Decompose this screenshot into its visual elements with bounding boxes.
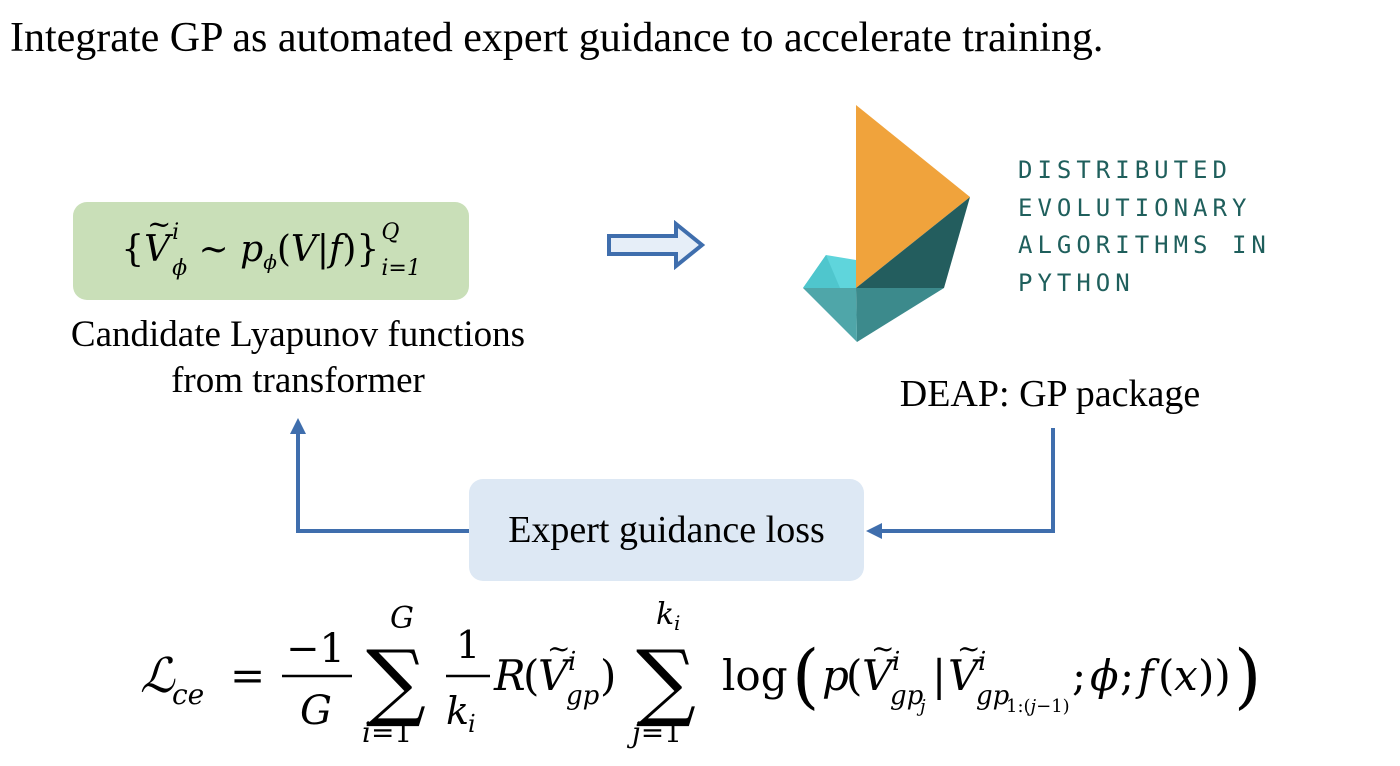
svg-text:j: j bbox=[916, 696, 926, 717]
svg-text:(: ( bbox=[846, 651, 862, 700]
right-hollow-arrow-icon bbox=[607, 220, 706, 270]
slide-title: Integrate GP as automated expert guidanc… bbox=[10, 15, 1104, 61]
svg-text:~: ~ bbox=[547, 632, 570, 665]
deap-to-guidance-connector bbox=[880, 428, 1055, 533]
svg-text:i: i bbox=[468, 710, 476, 738]
svg-text:)): )) bbox=[1198, 651, 1231, 700]
deap-logo-icon bbox=[803, 105, 970, 342]
svg-text:;: ; bbox=[1072, 651, 1086, 700]
svg-text:i: i bbox=[674, 611, 680, 635]
svg-text:∑: ∑ bbox=[366, 632, 426, 730]
candidate-label-line1: Candidate Lyapunov functions bbox=[70, 314, 526, 355]
svg-text:|: | bbox=[932, 651, 946, 700]
deap-logo-line: PYTHON bbox=[1018, 268, 1135, 297]
svg-text:(: ( bbox=[523, 651, 539, 700]
svg-text:k: k bbox=[656, 600, 674, 632]
svg-text:1:(j−1): 1:(j−1) bbox=[1006, 696, 1070, 717]
svg-text:f: f bbox=[1135, 651, 1160, 700]
svg-text:ℒ: ℒ bbox=[140, 648, 176, 704]
svg-text:G: G bbox=[300, 688, 332, 734]
svg-text:p: p bbox=[822, 651, 849, 700]
svg-text:~: ~ bbox=[957, 632, 980, 665]
svg-text:∑: ∑ bbox=[636, 632, 696, 730]
svg-text:1: 1 bbox=[456, 623, 480, 667]
up-arrowhead-icon bbox=[290, 418, 306, 434]
svg-text:V: V bbox=[538, 651, 572, 700]
svg-text:i: i bbox=[568, 647, 576, 677]
svg-text:k: k bbox=[446, 689, 469, 733]
svg-text:=: = bbox=[230, 651, 265, 700]
candidate-label: Candidate Lyapunov functions from transf… bbox=[30, 312, 566, 404]
svg-text:R: R bbox=[493, 651, 526, 700]
svg-text:gp: gp bbox=[890, 681, 924, 711]
guidance-to-candidate-connector bbox=[296, 432, 469, 533]
svg-text:ϕ: ϕ bbox=[1090, 651, 1119, 700]
deap-logo-line: EVOLUTIONARY bbox=[1018, 193, 1252, 222]
candidate-formula-box: {Viϕ ∼ pϕ(V|f)}Qi=1 bbox=[73, 202, 469, 300]
left-arrowhead-icon bbox=[866, 523, 882, 539]
candidate-formula: {Viϕ ∼ pϕ(V|f)}Qi=1 bbox=[121, 207, 421, 280]
svg-text:G: G bbox=[390, 601, 414, 636]
svg-text:x: x bbox=[1174, 651, 1198, 700]
svg-text:i: i bbox=[978, 647, 986, 677]
svg-text:;: ; bbox=[1120, 651, 1134, 700]
svg-text:gp: gp bbox=[566, 681, 600, 711]
svg-text:~: ~ bbox=[871, 632, 894, 665]
cross-entropy-loss-formula: ℒ ce = −1 G G ∑ i=1 1 k i R ( V ~ i gp )… bbox=[140, 600, 1261, 749]
svg-text:): ) bbox=[600, 651, 616, 700]
deap-logo-line: DISTRIBUTED bbox=[1018, 156, 1232, 184]
svg-text:(: ( bbox=[1158, 651, 1174, 700]
svg-text:(: ( bbox=[792, 635, 819, 717]
deap-caption: DEAP: GP package bbox=[899, 373, 1201, 415]
svg-text:i=1: i=1 bbox=[362, 716, 412, 749]
expert-guidance-box: Expert guidance loss bbox=[469, 479, 864, 581]
svg-text:ce: ce bbox=[172, 678, 204, 711]
deap-logo-text: DISTRIBUTED EVOLUTIONARY ALGORITHMS IN P… bbox=[1018, 152, 1271, 302]
deap-logo-line: ALGORITHMS IN bbox=[1018, 231, 1271, 259]
expert-guidance-label: Expert guidance loss bbox=[508, 509, 825, 551]
svg-text:j=1: j=1 bbox=[626, 716, 682, 749]
candidate-label-line2: from transformer bbox=[171, 360, 425, 401]
svg-text:V: V bbox=[862, 651, 896, 700]
svg-text:i: i bbox=[892, 647, 900, 677]
svg-text:gp: gp bbox=[976, 681, 1010, 711]
svg-text:): ) bbox=[1234, 635, 1261, 717]
svg-text:−1: −1 bbox=[286, 626, 345, 672]
svg-text:V: V bbox=[948, 651, 982, 700]
svg-text:log: log bbox=[722, 651, 788, 700]
